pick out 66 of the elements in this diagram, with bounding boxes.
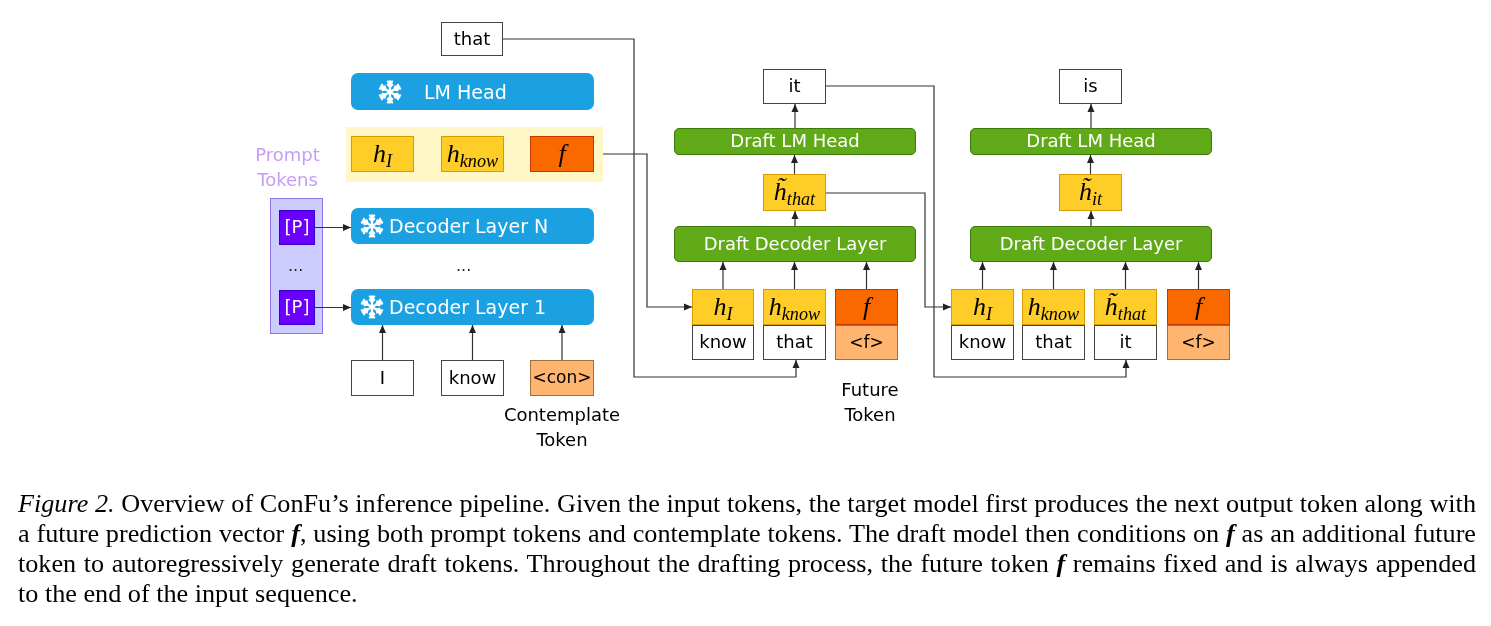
token-box: know [951,325,1014,360]
connector-arrow [791,261,798,290]
hidden-state-box: h$_{I}$ [351,136,414,172]
layer-block [351,289,594,325]
connector-arrow [379,324,386,361]
connector-arrow [825,85,1130,378]
connector-arrow [469,324,476,361]
token-box: that [763,325,826,360]
hidden-state-box: h$_{know}$ [1022,289,1085,325]
connector-arrow [1087,154,1094,175]
connector-arrow [1195,261,1202,290]
prompt-token-box: [P] [279,290,315,325]
future-vector-box: f [1167,289,1230,325]
ellipsis-text: ... [288,256,304,275]
layer-label: LM Head [424,80,507,103]
connector-arrow [314,304,352,311]
token-box: know [692,325,754,360]
connector-arrow [719,261,727,290]
connector-arrow [791,103,799,129]
token-caption: Future Token [840,378,900,427]
future-vector-box: f [530,136,594,172]
layer-label: Decoder Layer 1 [389,296,547,318]
future-vector-box: f [835,289,898,325]
prompt-token-box: [P] [279,210,315,245]
layer-block: Draft LM Head [970,128,1212,155]
token-box: know [441,360,504,396]
connector-arrow [1050,261,1057,290]
connector-arrow [979,261,986,290]
token-box: is [1059,69,1122,104]
hidden-state-box: h$_{I}$ [692,289,754,325]
connector-arrow [558,324,566,361]
token-box: that [1022,325,1085,360]
hidden-state-box: h$_{I}$ [951,289,1014,325]
layer-label: Decoder Layer N [389,215,549,237]
group-heading: Prompt Tokens [254,143,321,192]
token-box: that [441,22,503,56]
hidden-state-box: h̃$_{it}$ [1059,174,1122,211]
connector-arrow [1087,210,1095,227]
special-token-box: <f> [835,325,898,360]
layer-block: Draft LM Head [674,128,916,155]
token-box: I [351,360,414,396]
ellipsis-text: ... [456,256,472,275]
layer-block [351,208,594,244]
hidden-state-box: h$_{know}$ [441,136,504,172]
connector-arrow [602,153,693,311]
connector-arrow [1122,261,1129,290]
figure-caption: Figure 2. Overview of ConFu’s inference pipeline. Given the input tokens, the target model first produces the next output token along with a future prediction vector f, using both prompt tokens and contemplate tokens. The draft model then conditions on f as an additional future token to autoregressively generate draft tokens. Throughout the drafting process, the future token f remains fixed and is always appended to the end of the input sequence. [18,489,1476,609]
connector-arrow [791,210,799,227]
connector-arrow [863,261,870,290]
special-token-box: <f> [1167,325,1230,360]
special-token-box: <con> [530,360,594,396]
connector-arrow [825,192,952,311]
layer-block: Draft Decoder Layer [674,226,916,262]
token-box: it [763,69,826,104]
hidden-state-box: h̃$_{that}$ [1094,289,1157,325]
connector-arrow [314,224,352,231]
layer-block: Draft Decoder Layer [970,226,1212,262]
layer-block [351,73,594,110]
token-caption: Contemplate Token [502,403,622,452]
hidden-state-box: h̃$_{that}$ [763,174,826,211]
token-box: it [1094,325,1157,360]
hidden-state-box: h$_{know}$ [763,289,826,325]
connector-arrow [1087,103,1095,129]
connector-arrow [502,38,800,378]
connector-arrow [791,154,798,175]
highlight-band [346,127,603,182]
